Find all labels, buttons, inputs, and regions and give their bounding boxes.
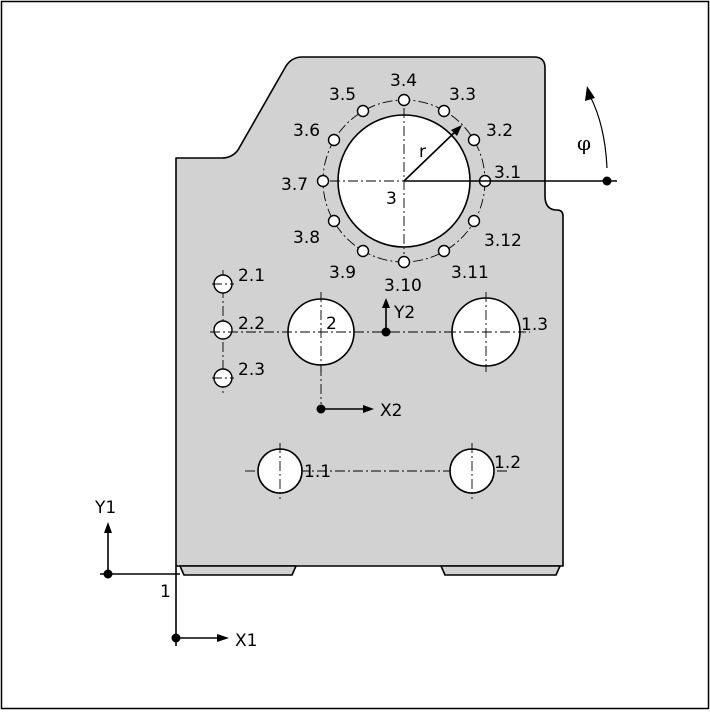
x2-arrowhead bbox=[363, 405, 374, 413]
hole-3-9 bbox=[356, 244, 370, 258]
label-hole-2-1: 2.1 bbox=[238, 266, 265, 286]
label-hole-3: 3 bbox=[386, 189, 397, 209]
label-hole-3-5: 3.5 bbox=[329, 85, 356, 105]
y1-arrowhead bbox=[104, 522, 112, 533]
label-angle: φ bbox=[577, 131, 591, 155]
angle-reference-point bbox=[602, 176, 612, 186]
label-radius: r bbox=[419, 142, 426, 162]
label-hole-1-1: 1.1 bbox=[304, 462, 331, 482]
label-datum-1: 1 bbox=[160, 582, 171, 602]
label-hole-3-8: 3.8 bbox=[293, 228, 320, 248]
x1-arrowhead bbox=[217, 634, 229, 642]
label-x2: X2 bbox=[380, 401, 402, 421]
hole-3-2 bbox=[467, 133, 481, 147]
label-hole-3-2: 3.2 bbox=[486, 121, 513, 141]
label-hole-3-3: 3.3 bbox=[449, 85, 476, 105]
label-hole-2-3: 2.3 bbox=[238, 360, 265, 380]
hole-3-10 bbox=[397, 255, 411, 269]
radius-arrowhead bbox=[451, 125, 462, 136]
hole-3-11 bbox=[437, 244, 451, 258]
label-hole-1-2: 1.2 bbox=[494, 453, 521, 473]
left-foot bbox=[179, 565, 297, 576]
label-y2: Y2 bbox=[393, 303, 415, 323]
hole-3-8 bbox=[327, 214, 341, 228]
hole-3-4 bbox=[397, 93, 411, 107]
right-foot bbox=[440, 565, 561, 576]
label-hole-2-2: 2.2 bbox=[238, 314, 265, 334]
angle-arc bbox=[589, 95, 608, 169]
hole-3-7 bbox=[316, 174, 330, 188]
hole-3-5 bbox=[356, 104, 370, 118]
hole-3-6 bbox=[327, 133, 341, 147]
label-hole-3-9: 3.9 bbox=[329, 263, 356, 283]
y2-arrowhead bbox=[382, 298, 390, 308]
label-x1: X1 bbox=[235, 631, 257, 651]
label-hole-1-3: 1.3 bbox=[521, 315, 548, 335]
label-y1: Y1 bbox=[94, 498, 116, 518]
label-hole-3-1: 3.1 bbox=[494, 163, 521, 183]
hole-3-3 bbox=[437, 104, 451, 118]
radius-line bbox=[403, 130, 457, 182]
hole-2-2 bbox=[213, 320, 233, 340]
label-hole-3-11: 3.11 bbox=[451, 263, 489, 283]
label-hole-3-10: 3.10 bbox=[384, 276, 422, 296]
label-hole-3-12: 3.12 bbox=[484, 231, 522, 251]
label-hole-3-6: 3.6 bbox=[293, 121, 320, 141]
label-hole-3-7: 3.7 bbox=[281, 175, 308, 195]
hole-3-12 bbox=[467, 214, 481, 228]
angle-arrowhead bbox=[585, 86, 595, 101]
label-hole-3-4: 3.4 bbox=[390, 71, 417, 91]
label-hole-2: 2 bbox=[326, 314, 337, 334]
